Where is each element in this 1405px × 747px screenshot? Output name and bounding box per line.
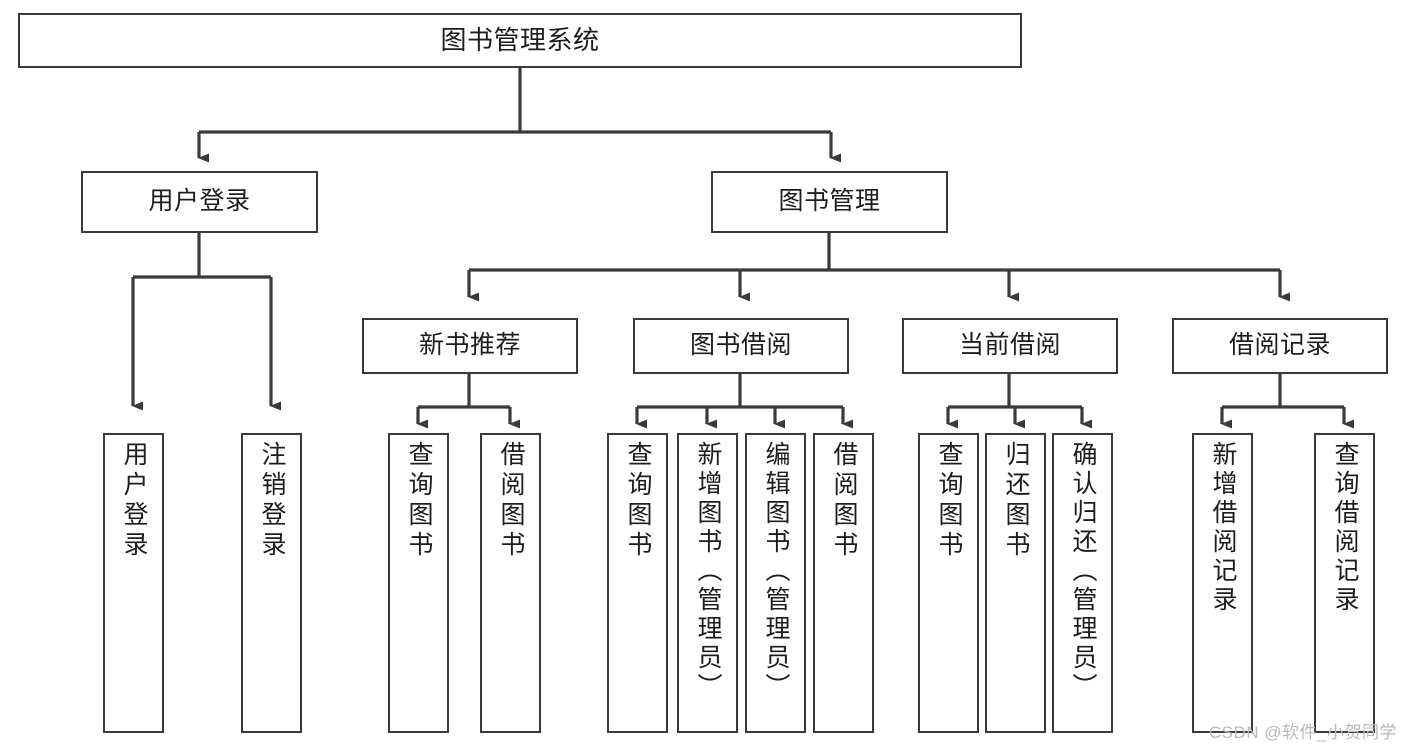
leaf-query-record-label: 查询借阅记录	[1331, 441, 1359, 615]
node-current-borrow[interactable]: 当前借阅	[902, 318, 1118, 374]
node-book-manage-label: 图书管理	[778, 187, 881, 216]
leaf-edit-book[interactable]: 编辑图书（管理员）	[745, 433, 806, 733]
leaf-query-book-1[interactable]: 查询图书	[388, 433, 449, 733]
leaf-user-login[interactable]: 用户登录	[103, 433, 164, 733]
leaf-logout-label: 注销登录	[258, 441, 286, 561]
node-user-login[interactable]: 用户登录	[81, 171, 318, 233]
leaf-query-book-3[interactable]: 查询图书	[918, 433, 979, 733]
csdn-watermark: CSDN @软件_小贺同学	[1208, 723, 1397, 742]
node-book-borrow-label: 图书借阅	[689, 331, 792, 360]
leaf-borrow-book-2[interactable]: 借阅图书	[813, 433, 874, 733]
node-root[interactable]: 图书管理系统	[18, 13, 1022, 68]
node-book-manage[interactable]: 图书管理	[711, 171, 948, 233]
leaf-logout[interactable]: 注销登录	[241, 433, 302, 733]
leaf-confirm-return-label: 确认归还（管理员）	[1069, 441, 1097, 702]
leaf-query-book-2-label: 查询图书	[624, 441, 652, 561]
leaf-query-book-2[interactable]: 查询图书	[607, 433, 668, 733]
leaf-borrow-book-1-label: 借阅图书	[497, 441, 525, 561]
node-user-login-label: 用户登录	[148, 187, 251, 216]
node-borrow-record-label: 借阅记录	[1228, 331, 1331, 360]
leaf-query-book-1-label: 查询图书	[405, 441, 433, 561]
leaf-borrow-book-1[interactable]: 借阅图书	[480, 433, 541, 733]
node-new-book-recommend[interactable]: 新书推荐	[362, 318, 578, 374]
leaf-return-book-label: 归还图书	[1002, 441, 1030, 561]
leaf-query-book-3-label: 查询图书	[935, 441, 963, 561]
node-current-borrow-label: 当前借阅	[958, 331, 1061, 360]
leaf-edit-book-label: 编辑图书（管理员）	[762, 441, 790, 702]
leaf-confirm-return[interactable]: 确认归还（管理员）	[1052, 433, 1113, 733]
leaf-add-record[interactable]: 新增借阅记录	[1192, 433, 1253, 733]
leaf-add-record-label: 新增借阅记录	[1209, 441, 1237, 615]
leaf-return-book[interactable]: 归还图书	[985, 433, 1046, 733]
leaf-add-book[interactable]: 新增图书（管理员）	[677, 433, 738, 733]
leaf-add-book-label: 新增图书（管理员）	[694, 441, 722, 702]
leaf-user-login-label: 用户登录	[120, 441, 148, 561]
node-root-label: 图书管理系统	[440, 25, 600, 56]
leaf-borrow-book-2-label: 借阅图书	[830, 441, 858, 561]
node-new-book-recommend-label: 新书推荐	[418, 331, 521, 360]
node-borrow-record[interactable]: 借阅记录	[1172, 318, 1388, 374]
node-book-borrow[interactable]: 图书借阅	[633, 318, 849, 374]
leaf-query-record[interactable]: 查询借阅记录	[1314, 433, 1375, 733]
